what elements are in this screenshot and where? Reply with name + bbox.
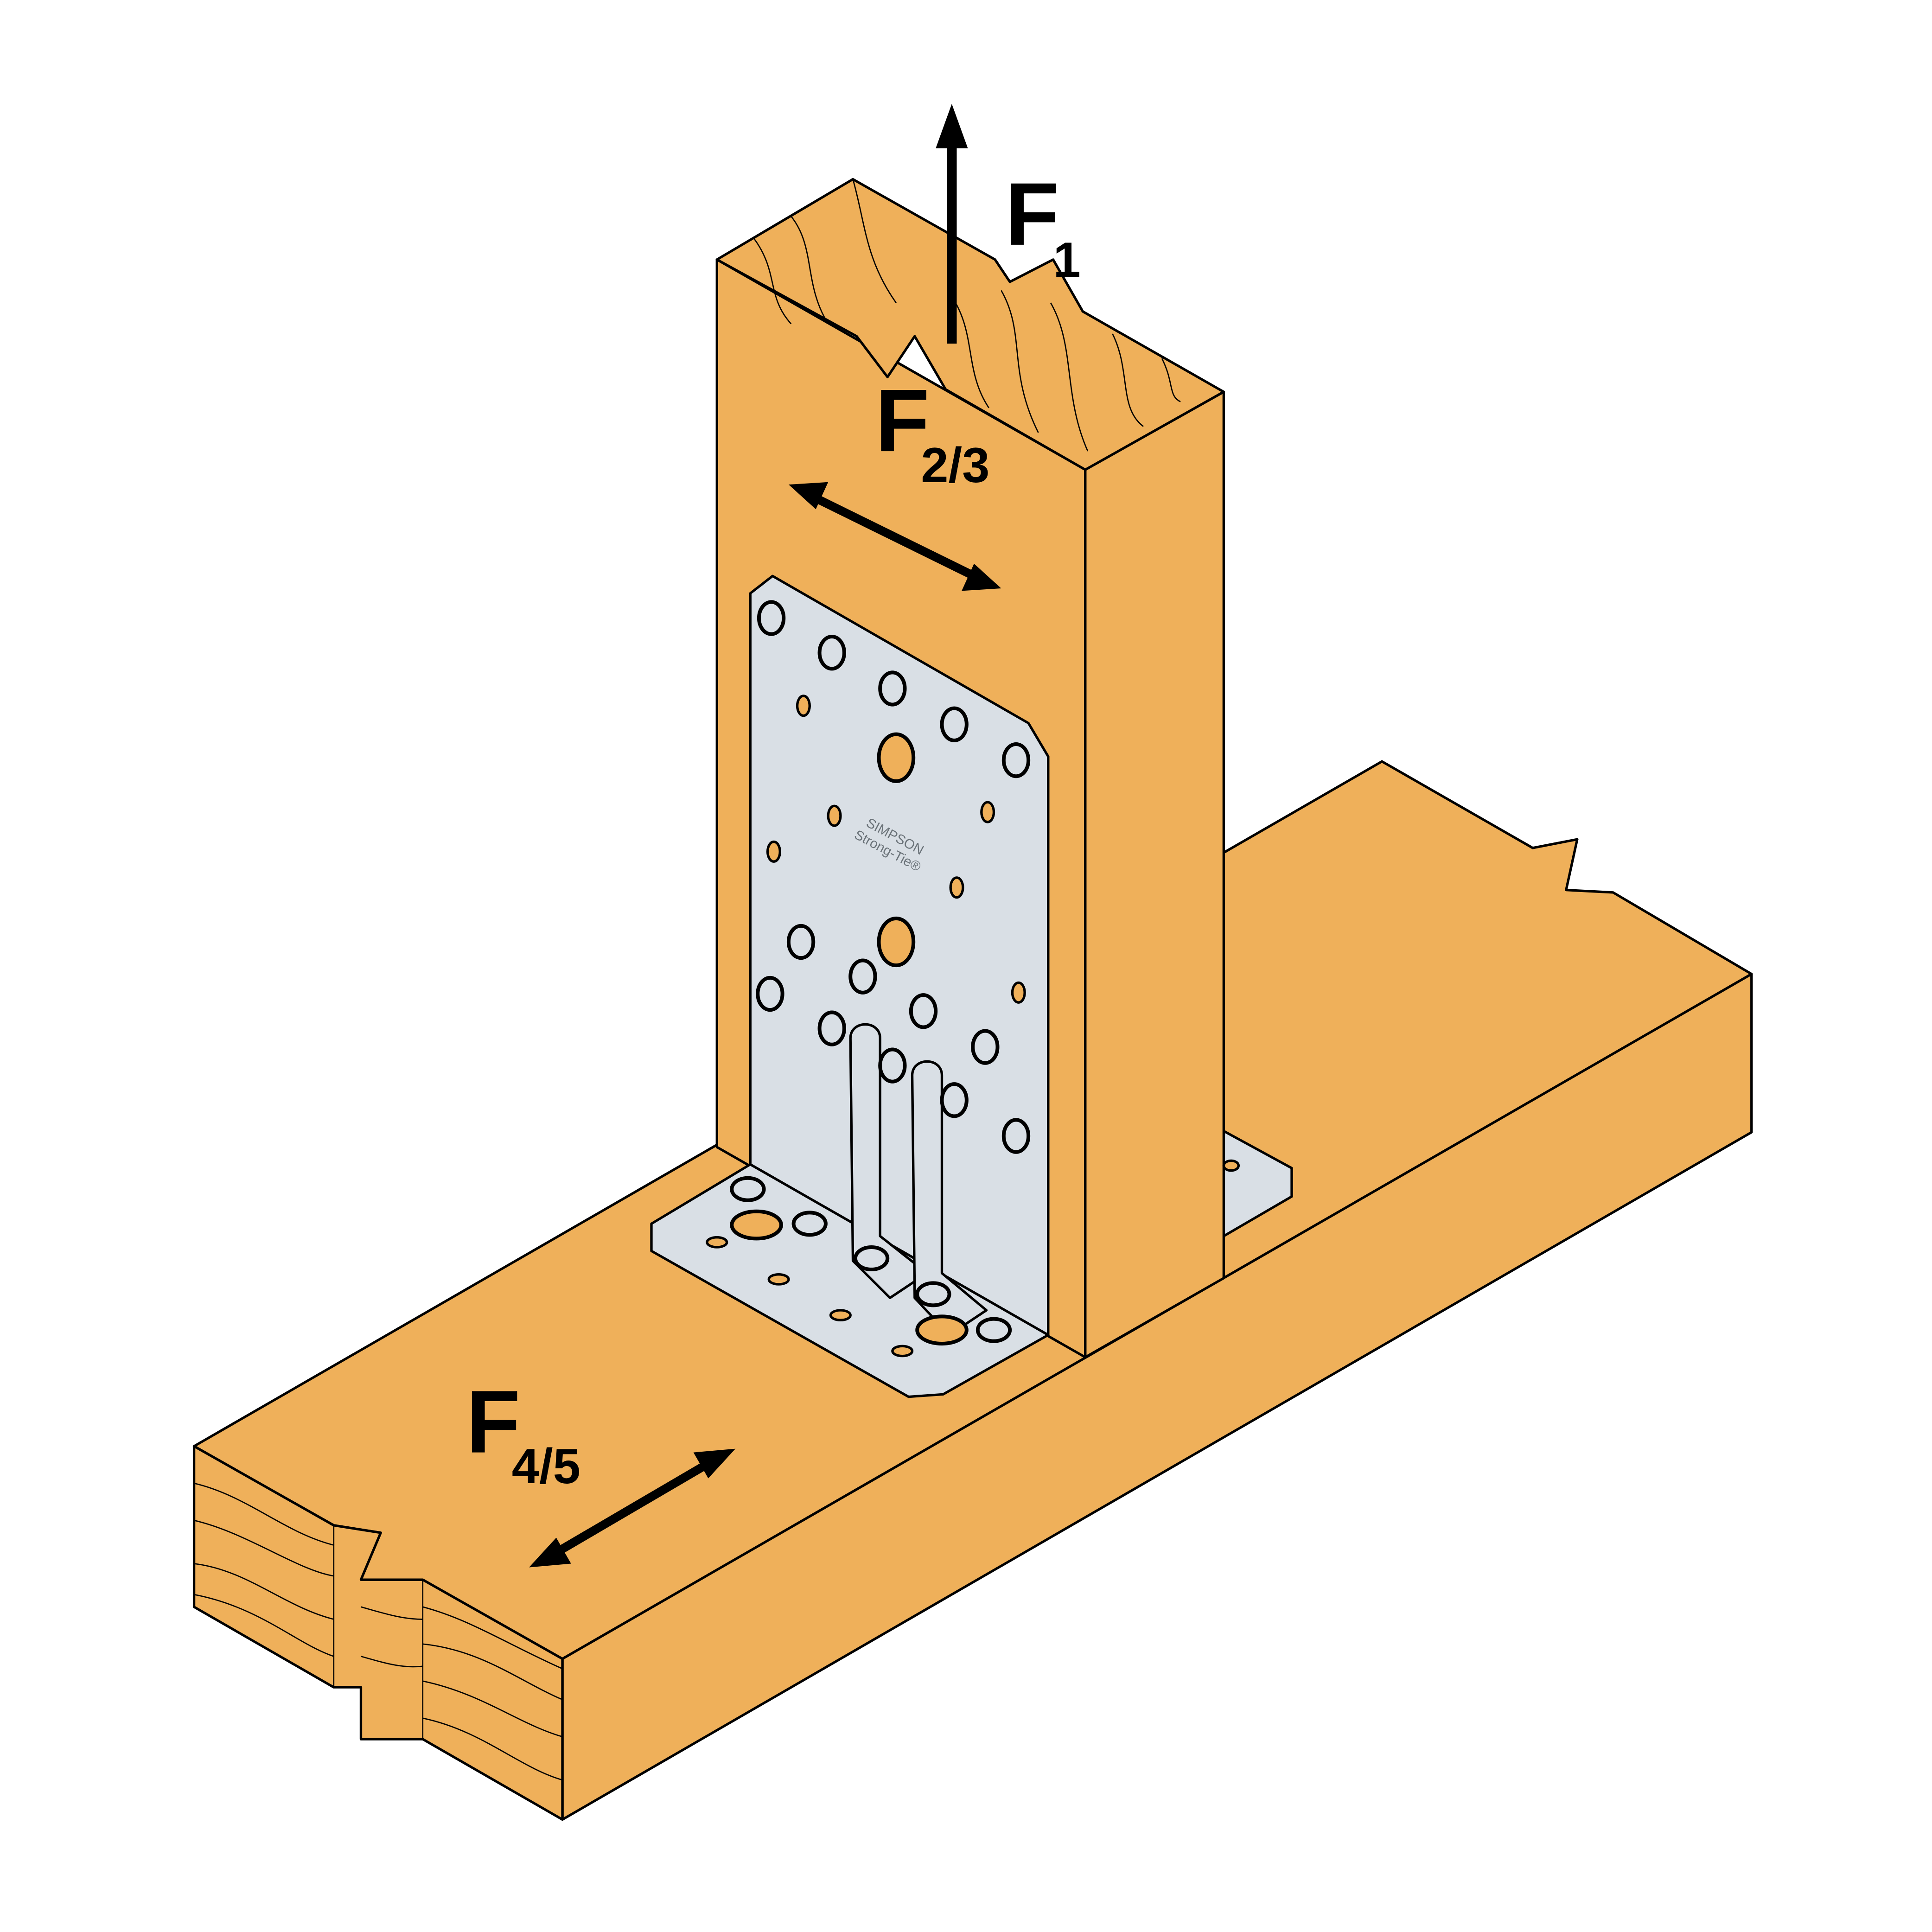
small-holes <box>706 695 1240 1358</box>
force-arrow-f45 <box>529 1448 736 1568</box>
post-side-face <box>1084 390 1225 1358</box>
label-f23-sub: 2/3 <box>921 437 989 493</box>
label-f1: F <box>1005 164 1059 264</box>
label-f45-sub: 4/5 <box>512 1438 580 1494</box>
large-holes <box>730 732 969 1345</box>
label-f1-sub: 1 <box>1053 232 1080 287</box>
label-f23: F <box>875 370 930 470</box>
force-arrow-f1 <box>936 103 968 344</box>
force-arrow-f23 <box>788 482 1001 591</box>
bracket-rib <box>911 1060 988 1336</box>
label-f45: F <box>466 1372 520 1472</box>
screw-holes <box>730 600 1031 1343</box>
post-top-end-grain <box>715 178 1225 471</box>
